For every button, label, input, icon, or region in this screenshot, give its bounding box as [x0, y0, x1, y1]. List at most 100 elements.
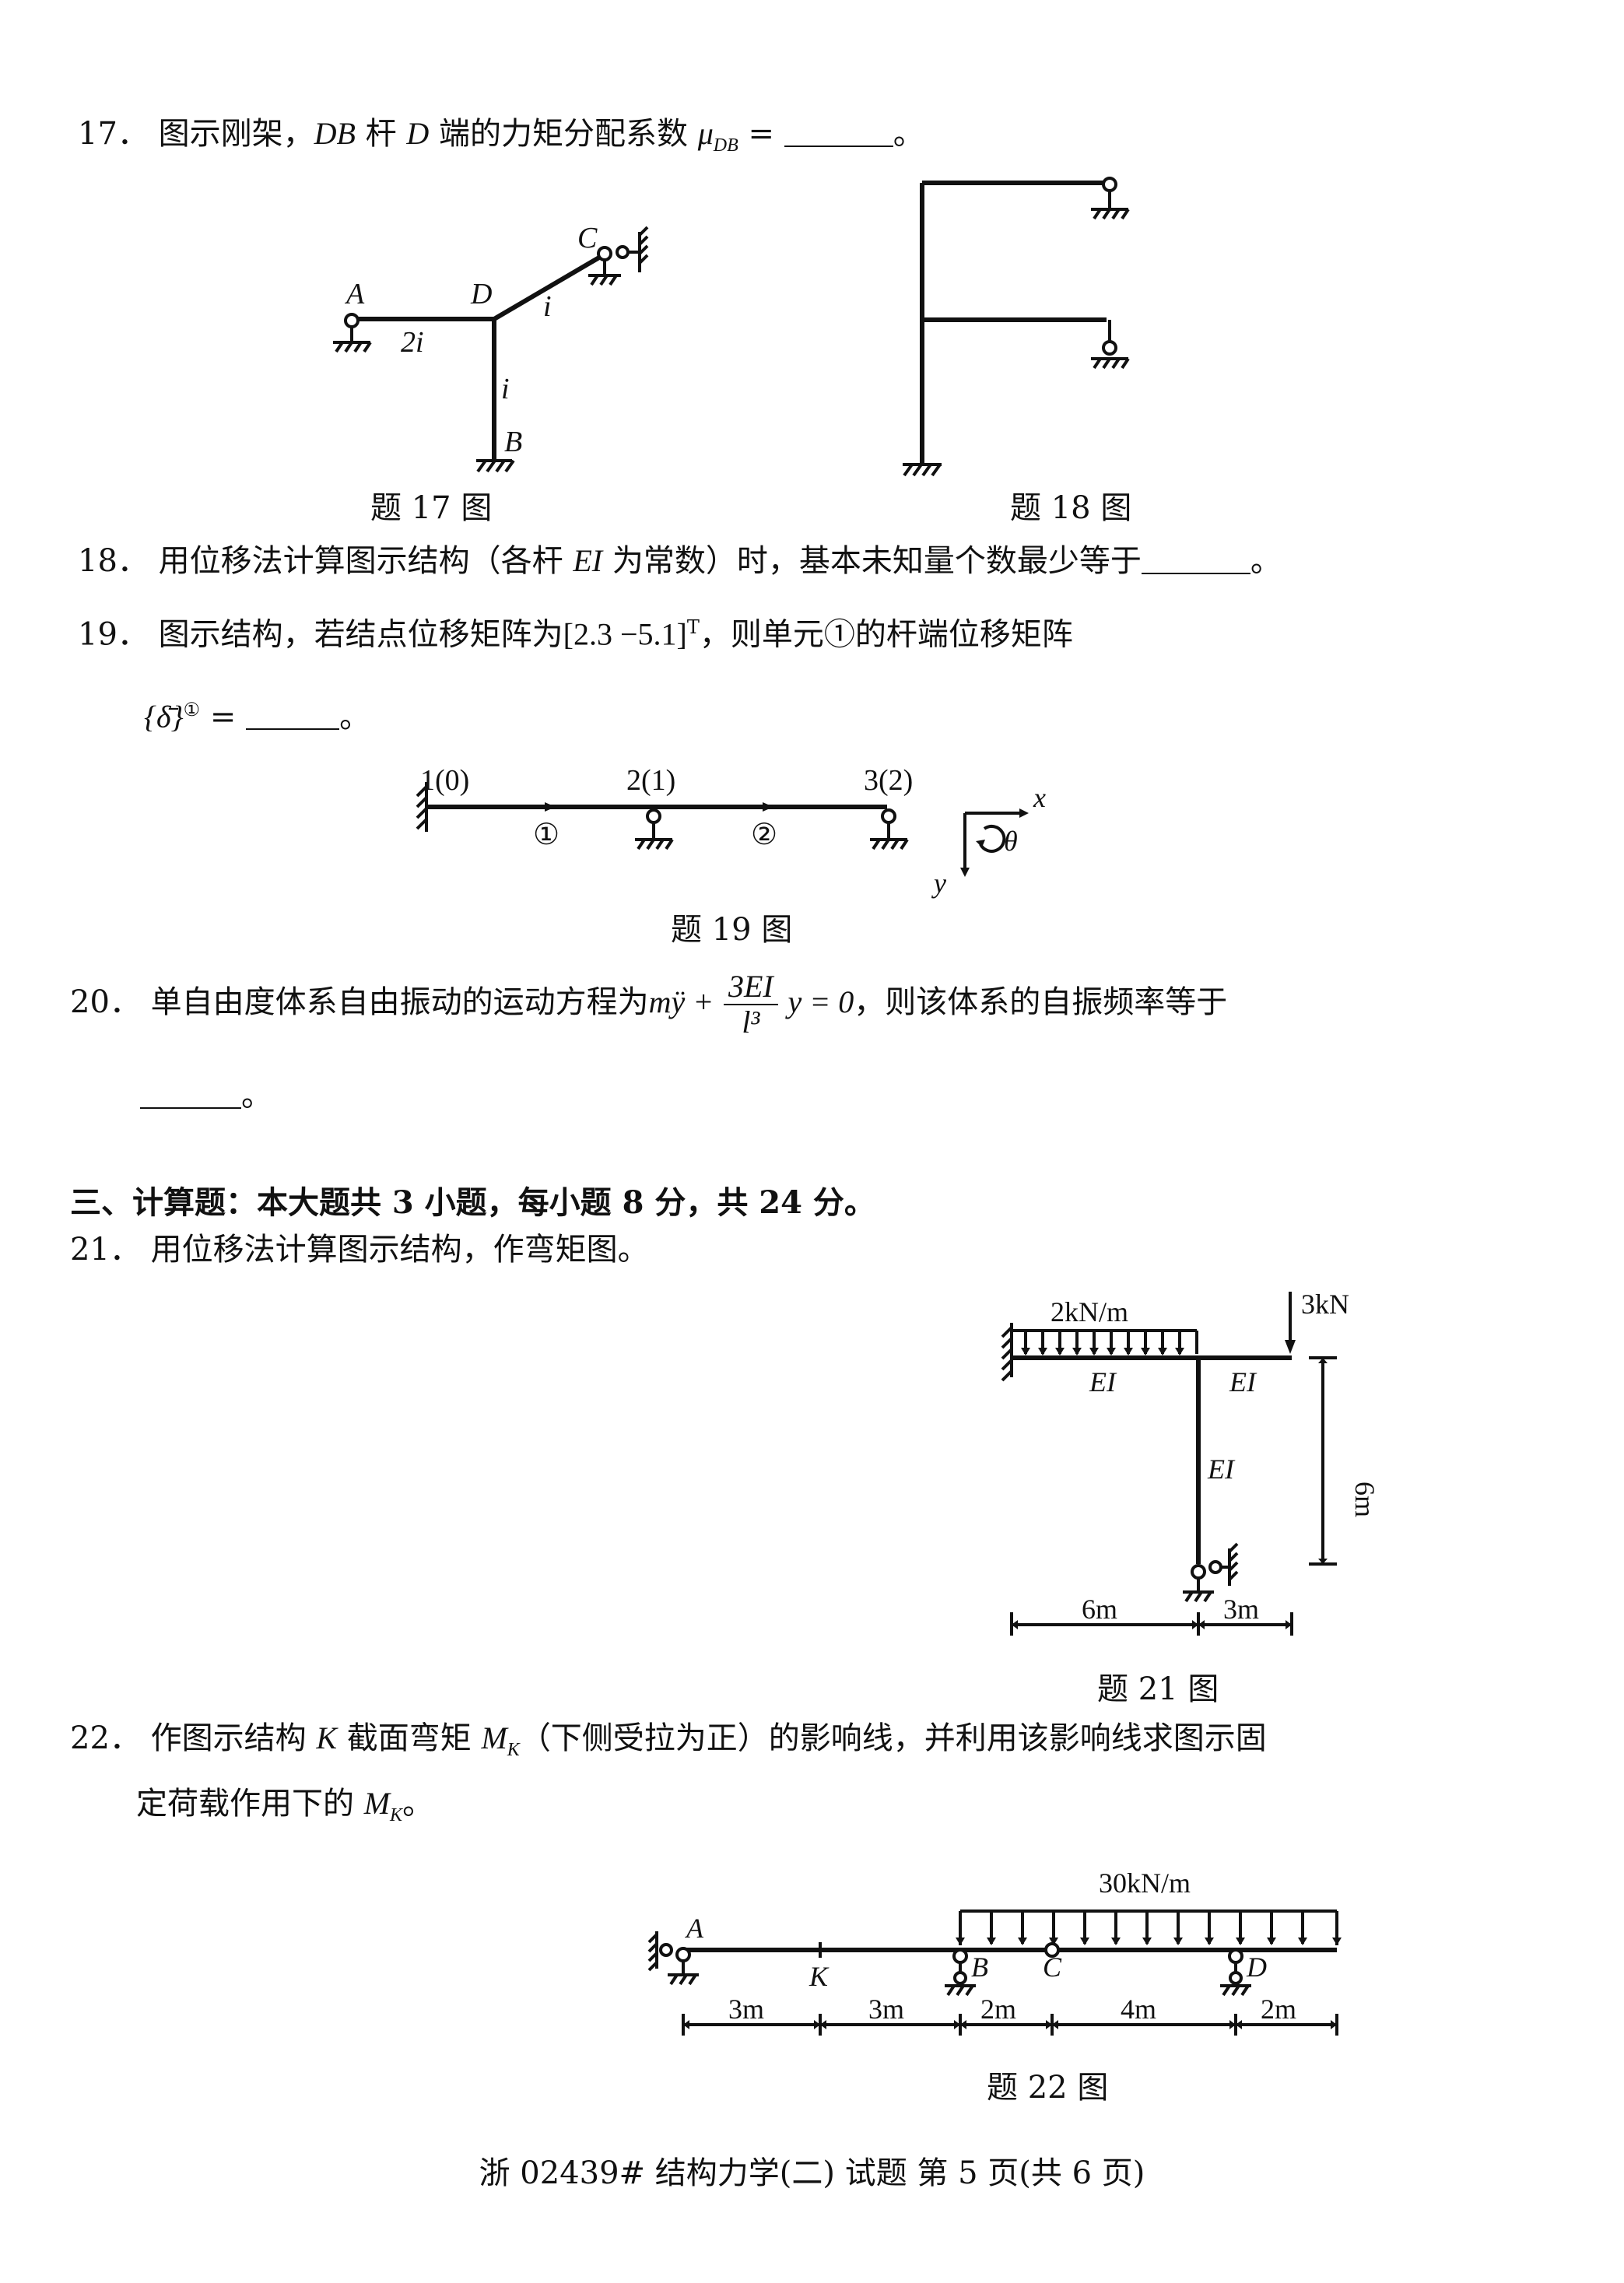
label-d: D [1246, 1952, 1267, 1983]
label-d: D [470, 278, 492, 310]
figure-21: 2kN/m 3kN EI EI EI 6m 6m 3m [1001, 1289, 1380, 1636]
q22-text-a: 作图示结构 [150, 1720, 317, 1756]
q17-text-c: 端的力矩分配系数 [429, 116, 698, 152]
ei-left-beam: EI [1089, 1366, 1117, 1398]
label-b: B [504, 426, 522, 458]
label-a: A [685, 1913, 704, 1944]
q17-mu: μ [697, 116, 714, 151]
pin-support-a [333, 313, 372, 353]
q17-mu-sub: DB [713, 135, 738, 156]
distributed-load-label: 2kN/m [1051, 1296, 1128, 1327]
label-b: B [971, 1952, 988, 1983]
element-2-label: ② [751, 819, 777, 851]
q19-delta-sup: ① [183, 699, 201, 721]
dim-b-c: 2m [980, 1994, 1016, 2025]
q17-text-a: 图示刚架， [158, 116, 314, 152]
q18-answer-blank [1141, 545, 1250, 574]
q20-text-a: 单自由度体系自由振动的运动方程为 [150, 984, 649, 1020]
q17-d: D [406, 116, 430, 151]
node-1-label: 1(0) [420, 764, 469, 797]
figure-18 [903, 177, 1130, 477]
q19-text-b: ，则单元①的杆端位移矩阵 [699, 616, 1073, 653]
q19-text-a: 图示结构，若结点位移矩阵为 [158, 616, 563, 653]
stiffness-dc: i [543, 290, 552, 323]
q19-number: 19． [78, 616, 149, 653]
caption-fig21: 题 21 图 [1097, 1671, 1219, 1707]
q22-line2: 定荷载作用下的 [136, 1786, 364, 1822]
q21-number: 21． [70, 1232, 141, 1268]
q17-eq: = [738, 116, 775, 152]
q20-m-term: mÿ + [648, 984, 714, 1019]
q19-end: 。 [339, 699, 371, 735]
q19-matrix: [2.3 −5.1] [563, 616, 687, 652]
axis-x-label: x [1033, 782, 1046, 813]
question-20-line2: 。 [140, 1075, 272, 1116]
question-21: 21． 用位移法计算图示结构，作弯矩图。 [70, 1229, 649, 1270]
dim-k-b: 3m [868, 1994, 904, 2025]
q22-m-2: M [363, 1786, 391, 1821]
label-c: C [1043, 1952, 1062, 1983]
dim-a-k: 3m [728, 1994, 764, 2025]
q20-end: 。 [241, 1078, 272, 1113]
figure-19: 1(0) 2(1) 3(2) ① ② x y θ [416, 764, 1046, 899]
q22-m-sub-2: K [390, 1805, 403, 1825]
q17-number: 17． [78, 116, 149, 152]
q18-ei: EI [573, 543, 603, 578]
question-19-line2: {δ̄}① = 。 [144, 689, 370, 737]
distributed-load-label: 30kN/m [1099, 1867, 1191, 1899]
fixed-support-base [903, 463, 942, 477]
q22-text-c: （下侧受拉为正）的影响线，并利用该影响线求图示固 [519, 1720, 1267, 1756]
pin-support-middle [1091, 320, 1130, 370]
question-19: 19． 图示结构，若结点位移矩阵为[2.3 −5.1]T，则单元①的杆端位移矩阵 [78, 607, 1073, 654]
q17-db: DB [314, 116, 356, 151]
q22-number: 22． [70, 1720, 141, 1756]
q20-frac-num: 3EI [723, 970, 778, 1005]
figure-17: A D C B 2i i i [333, 222, 649, 473]
caption-fig19: 题 19 图 [671, 912, 793, 948]
q19-answer-blank [246, 700, 340, 731]
stiffness-ad: 2i [401, 326, 424, 359]
figure-22: 30kN/m A K B C D 3m 3m 2m 4m 2m [647, 1867, 1342, 2036]
q21-text: 用位移法计算图示结构，作弯矩图。 [150, 1232, 649, 1268]
dim-c-d: 4m [1121, 1994, 1156, 2025]
height-dim-label: 6m [1349, 1482, 1380, 1517]
q17-answer-blank [784, 117, 893, 147]
q22-text-b: 截面弯矩 [337, 1720, 482, 1756]
section-3-title: 三、计算题：本大题共 3 小题，每小题 8 分，共 24 分。 [70, 1184, 875, 1221]
question-18: 18． 用位移法计算图示结构（各杆 EI 为常数）时，基本未知量个数最少等于。 [78, 541, 1282, 581]
label-c: C [577, 222, 598, 254]
axis-y-label: y [931, 868, 946, 899]
q22-end: 。 [402, 1786, 434, 1822]
q20-text-b: ，则该体系的自振频率等于 [854, 984, 1228, 1020]
q22-m: M [481, 1720, 507, 1755]
ei-right-beam: EI [1229, 1366, 1257, 1398]
caption-fig22: 题 22 图 [987, 2070, 1109, 2106]
fixed-support-b [476, 459, 515, 473]
q17-end: 。 [893, 116, 924, 152]
width-dim-left: 6m [1082, 1594, 1117, 1625]
q19-delta: {δ̄} [144, 699, 184, 735]
q18-end: 。 [1250, 543, 1282, 579]
q18-number: 18． [78, 543, 149, 579]
pin-support-node2 [635, 808, 674, 850]
q18-text-a: 用位移法计算图示结构（各杆 [158, 543, 573, 579]
pin-support-top [1091, 177, 1130, 220]
stiffness-db: i [501, 373, 510, 405]
q19-eq: = [200, 699, 237, 735]
q20-answer-blank [140, 1079, 241, 1109]
q20-frac-den: l³ [742, 1005, 760, 1040]
question-17: 17． 图示刚架，DB 杆 D 端的力矩分配系数 μDB = 。 [78, 114, 924, 166]
question-22-line2: 定荷载作用下的 MK。 [136, 1783, 433, 1836]
pin-support-node3 [870, 808, 909, 850]
guided-support-c [588, 226, 649, 286]
node-2-label: 2(1) [626, 764, 675, 797]
caption-fig17: 题 17 图 [370, 490, 493, 526]
page-footer: 浙 02439# 结构力学(二) 试题 第 5 页(共 6 页) [479, 2155, 1145, 2191]
node-3-label: 3(2) [864, 764, 913, 797]
q20-y-term: y = 0 [787, 984, 854, 1019]
q17-text-b: 杆 [355, 116, 407, 152]
q22-m-sub: K [507, 1740, 520, 1760]
q20-number: 20． [70, 984, 141, 1020]
